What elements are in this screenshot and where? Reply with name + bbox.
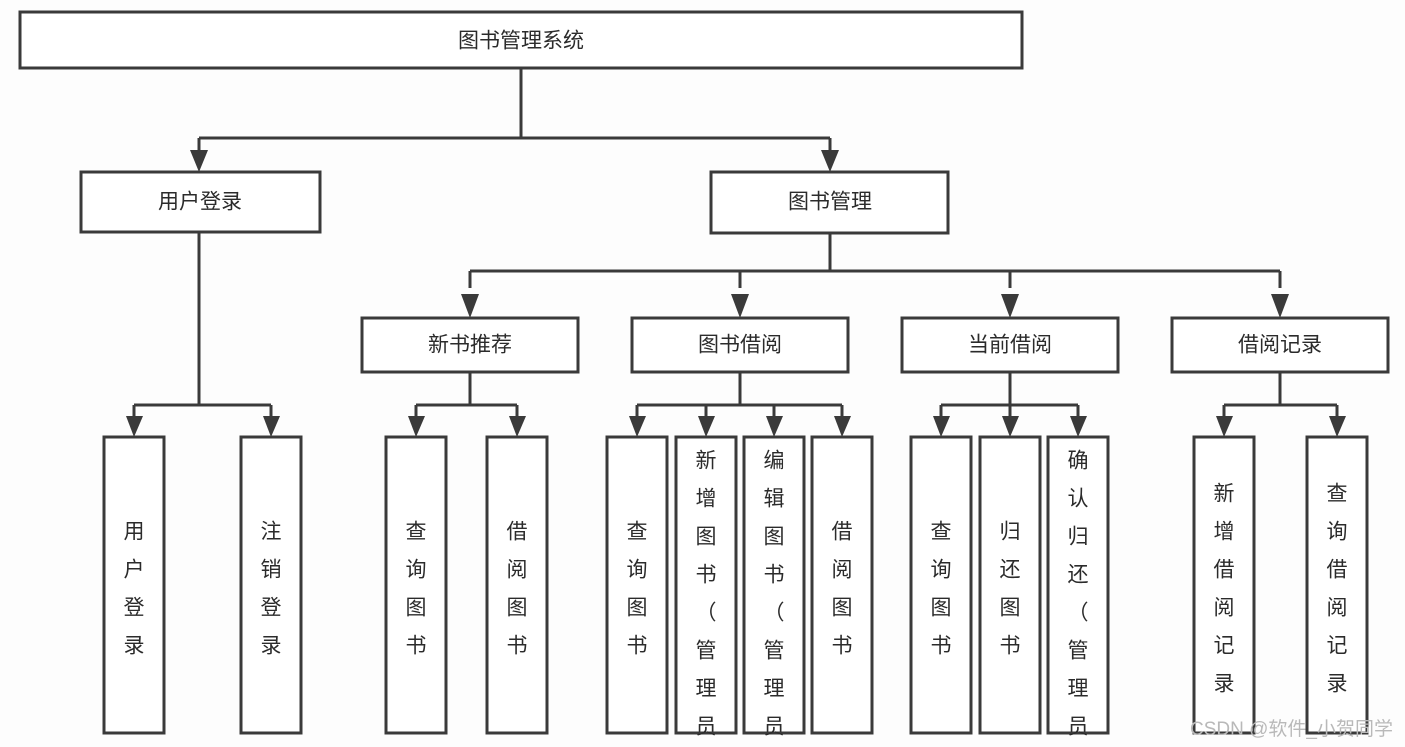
node-leaf-return-book[interactable]: 归还图书	[978, 435, 1042, 735]
arrow-return-book	[1002, 416, 1019, 437]
node-leaf-query-book-3-box[interactable]	[909, 435, 973, 735]
node-leaf-query-book-2[interactable]: 查询图书	[605, 435, 669, 735]
node-book-borrow[interactable]: 图书借阅	[630, 316, 850, 374]
arrow-leaf-user-login	[126, 416, 143, 437]
connector-layer	[126, 68, 1346, 437]
node-current-borrow[interactable]: 当前借阅	[900, 316, 1120, 374]
arrow-leaf-logout-login	[263, 416, 280, 437]
node-new-book-recommend-label: 新书推荐	[428, 334, 512, 357]
node-leaf-borrow-book-1[interactable]: 借阅图书	[485, 435, 549, 735]
node-leaf-borrow-book-2[interactable]: 借阅图书	[810, 435, 874, 735]
node-leaf-confirm-return-box[interactable]	[1046, 435, 1110, 735]
arrow-borrow-record	[1271, 294, 1289, 318]
node-leaf-borrow-book-1-label: 借阅图书	[507, 521, 528, 658]
node-leaf-query-book-3[interactable]: 查询图书	[909, 435, 973, 735]
node-leaf-borrow-book-2-label: 借阅图书	[832, 521, 853, 658]
node-book-management-label: 图书管理	[788, 191, 872, 214]
node-leaf-user-login[interactable]: 用户登录	[102, 435, 166, 735]
node-leaf-logout-login-label: 注销登录	[261, 521, 282, 658]
node-leaf-query-record[interactable]: 查询借阅记录	[1305, 435, 1369, 735]
node-leaf-edit-book-box[interactable]	[742, 435, 806, 735]
node-leaf-add-book-box[interactable]	[674, 435, 738, 735]
node-leaf-add-book-label: 新增图书（管理员）	[696, 449, 717, 747]
node-leaf-add-record[interactable]: 新增借阅记录	[1192, 435, 1256, 735]
node-leaf-logout-login[interactable]: 注销登录	[239, 435, 303, 735]
node-leaf-query-book-1-box[interactable]	[384, 435, 448, 735]
node-root-box[interactable]	[18, 10, 1024, 70]
arrow-add-record	[1216, 416, 1233, 437]
arrow-book-management	[821, 150, 839, 172]
csdn-watermark: CSDN @软件_小贺同学	[1190, 718, 1393, 740]
arrow-query-book-3	[933, 416, 950, 437]
node-leaf-query-book-2-label: 查询图书	[627, 521, 648, 658]
node-borrow-record-label: 借阅记录	[1238, 334, 1322, 357]
arrow-query-record	[1329, 416, 1346, 437]
node-leaf-logout-login-box[interactable]	[239, 435, 303, 735]
arrow-user-login	[190, 150, 208, 172]
node-book-management[interactable]: 图书管理	[709, 170, 950, 235]
node-leaf-query-book-1[interactable]: 查询图书	[384, 435, 448, 735]
arrow-current-borrow	[1001, 294, 1019, 318]
node-book-borrow-label: 图书借阅	[698, 334, 782, 357]
arrow-query-book-1	[408, 416, 425, 437]
arrow-book-borrow	[731, 294, 749, 318]
node-leaf-user-login-box[interactable]	[102, 435, 166, 735]
node-current-borrow-label: 当前借阅	[968, 334, 1052, 357]
node-borrow-record[interactable]: 借阅记录	[1170, 316, 1390, 374]
node-leaf-borrow-book-1-box[interactable]	[485, 435, 549, 735]
node-book-borrow-box[interactable]	[630, 316, 850, 374]
arrow-add-book	[698, 416, 715, 437]
node-new-book-recommend[interactable]: 新书推荐	[360, 316, 580, 374]
node-user-login[interactable]: 用户登录	[79, 170, 322, 234]
node-leaf-user-login-label: 用户登录	[124, 521, 145, 658]
arrow-query-book-2	[629, 416, 646, 437]
node-user-login-box[interactable]	[79, 170, 322, 234]
node-leaf-edit-book[interactable]: 编辑图书（管理员）	[742, 435, 806, 747]
node-leaf-query-book-2-box[interactable]	[605, 435, 669, 735]
node-leaf-add-book[interactable]: 新增图书（管理员）	[674, 435, 738, 747]
node-current-borrow-box[interactable]	[900, 316, 1120, 374]
node-book-management-box[interactable]	[709, 170, 950, 235]
node-leaf-edit-book-label: 编辑图书（管理员）	[764, 449, 785, 747]
node-leaf-confirm-return[interactable]: 确认归还（管理员）	[1046, 435, 1110, 747]
node-leaf-query-record-box[interactable]	[1305, 435, 1369, 735]
node-leaf-query-book-1-label: 查询图书	[406, 521, 427, 658]
arrow-borrow-book-2	[834, 416, 851, 437]
node-borrow-record-box[interactable]	[1170, 316, 1390, 374]
node-leaf-return-book-box[interactable]	[978, 435, 1042, 735]
arrow-edit-book	[766, 416, 783, 437]
node-leaf-add-record-label: 新增借阅记录	[1214, 483, 1235, 696]
node-leaf-add-record-box[interactable]	[1192, 435, 1256, 735]
node-leaf-query-book-3-label: 查询图书	[931, 521, 952, 658]
node-root[interactable]: 图书管理系统	[18, 10, 1024, 70]
arrow-confirm-return	[1070, 416, 1087, 437]
node-user-login-label: 用户登录	[158, 191, 242, 214]
node-new-book-recommend-box[interactable]	[360, 316, 580, 374]
node-leaf-query-record-label: 查询借阅记录	[1327, 483, 1348, 696]
node-leaf-confirm-return-label: 确认归还（管理员）	[1068, 449, 1089, 747]
arrow-borrow-book-1	[509, 416, 526, 437]
node-leaf-return-book-label: 归还图书	[1000, 521, 1021, 658]
node-root-label: 图书管理系统	[458, 30, 584, 53]
arrow-new-book-recommend	[461, 294, 479, 318]
node-leaf-borrow-book-2-box[interactable]	[810, 435, 874, 735]
